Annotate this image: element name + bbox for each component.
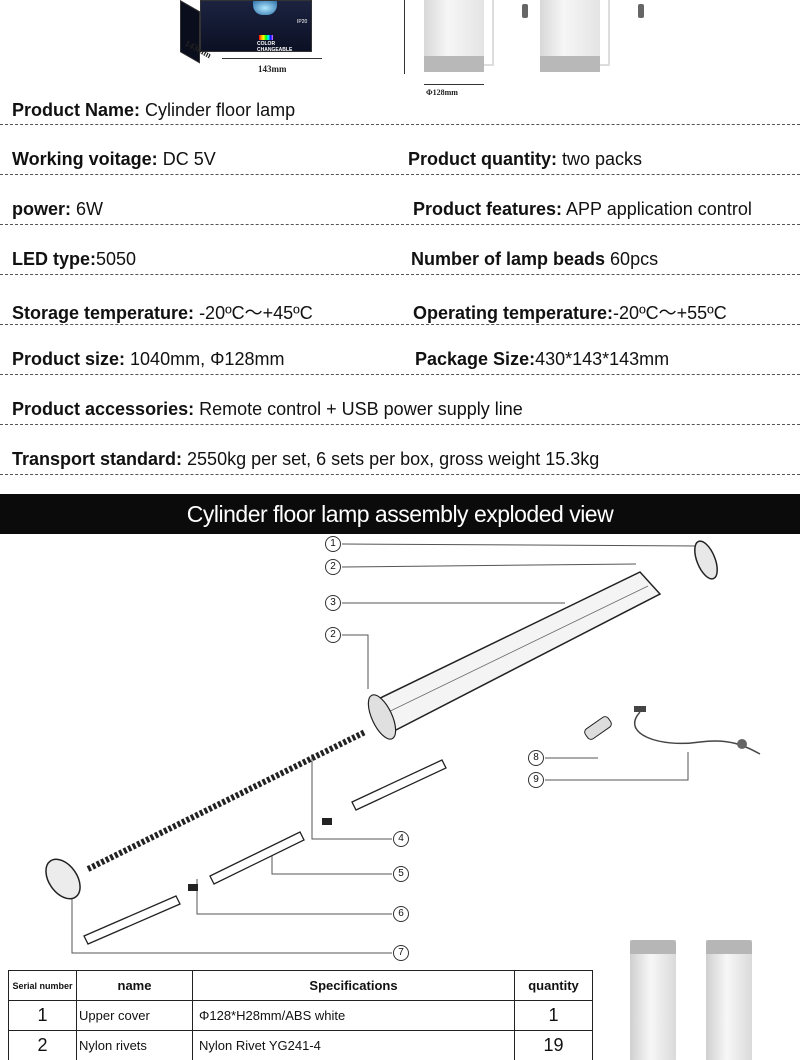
rainbow-stripe xyxy=(259,35,273,40)
row-name: Upper cover xyxy=(76,1000,193,1031)
product-image-strip: COLOR CHANGEABLE IP20 143mm 143mm Φ128mm xyxy=(0,0,800,98)
spec-product-quantity: Product quantity: two packs xyxy=(408,149,643,169)
row-serial: 2 xyxy=(8,1030,77,1060)
exploded-view-title: Cylinder floor lamp assembly exploded vi… xyxy=(0,494,800,534)
parts-table-header: Serial number name Specifications quanti… xyxy=(8,970,593,1001)
connector-lower xyxy=(188,884,198,891)
header-serial-number: Serial number xyxy=(8,970,77,1001)
box-label: COLOR CHANGEABLE xyxy=(257,41,293,53)
leader-line-6 xyxy=(196,879,392,915)
lamp-cord-left xyxy=(484,0,494,66)
spec-row-product-name: Product Name: Cylinder floor lamp xyxy=(0,98,800,125)
spec-product-name: Product Name: Cylinder floor lamp xyxy=(12,100,296,120)
spec-transport-standard: Transport standard: 2550kg per set, 6 se… xyxy=(12,449,600,469)
spec-row-led: LED type:5050 Number of lamp beads 60pcs xyxy=(0,225,800,275)
row-spec: Φ128*H28mm/ABS white xyxy=(192,1000,515,1031)
row-spec: Nylon Rivet YG241-4 xyxy=(192,1030,515,1060)
table-row: 2 Nylon rivets Nylon Rivet YG241-4 19 xyxy=(8,1030,593,1060)
usb-plug-right xyxy=(638,4,644,18)
lamp-pillar-left-image xyxy=(630,940,676,1060)
header-specifications: Specifications xyxy=(192,970,515,1001)
spec-storage-temperature: Storage temperature: -20ºC～+45ºC xyxy=(12,303,313,323)
package-box-image: COLOR CHANGEABLE IP20 xyxy=(180,0,330,64)
row-serial: 1 xyxy=(8,1000,77,1031)
spec-row-temperature: Storage temperature: -20ºC～+45ºC Operati… xyxy=(0,275,800,325)
lamp-diameter-dimension: Φ128mm xyxy=(426,88,458,97)
spec-operating-temperature: Operating temperature:-20ºC～+55ºC xyxy=(413,303,727,323)
spec-product-size: Product size: 1040mm, Φ128mm xyxy=(12,349,285,369)
spec-product-accessories: Product accessories: Remote control + US… xyxy=(12,399,523,419)
callout-7: 7 xyxy=(393,945,409,961)
package-box-front: COLOR CHANGEABLE IP20 xyxy=(200,0,312,53)
spec-lamp-beads: Number of lamp beads 60pcs xyxy=(411,249,659,269)
leader-line-2-top xyxy=(341,563,637,568)
spec-row-size: Product size: 1040mm, Φ128mm Package Siz… xyxy=(0,325,800,375)
spec-row-power: power: 6W Product features: APP applicat… xyxy=(0,175,800,225)
spec-row-voltage: Working voitage: DC 5V Product quantity:… xyxy=(0,125,800,175)
leader-line-7 xyxy=(71,884,392,954)
leader-line-2-bottom xyxy=(342,634,369,689)
spec-product-features: Product features: APP application contro… xyxy=(413,199,752,219)
spec-power: power: 6W xyxy=(12,199,104,219)
box-rating: IP20 xyxy=(297,19,308,25)
diffuser-bar-middle xyxy=(209,831,305,885)
callout-2-top: 2 xyxy=(325,559,341,575)
callout-3: 3 xyxy=(325,595,341,611)
lamp-tube-part xyxy=(370,571,662,733)
diffuser-bar-lower xyxy=(83,895,181,945)
spec-row-transport: Transport standard: 2550kg per set, 6 se… xyxy=(0,425,800,475)
row-name: Nylon rivets xyxy=(76,1030,193,1060)
leader-line-4 xyxy=(311,754,392,840)
base-cover-part xyxy=(45,858,81,900)
row-quantity: 1 xyxy=(514,1000,593,1031)
spec-working-voltage: Working voitage: DC 5V xyxy=(12,149,216,169)
box-width-dimension: 143mm xyxy=(258,64,287,74)
callout-5: 5 xyxy=(393,866,409,882)
leader-line-5 xyxy=(271,849,392,875)
diffuser-bar-upper xyxy=(351,759,447,811)
callout-9: 9 xyxy=(528,772,544,788)
callout-8: 8 xyxy=(528,750,544,766)
spec-led-type: LED type:5050 xyxy=(12,249,137,269)
callout-1: 1 xyxy=(325,536,341,552)
diameter-line xyxy=(424,84,484,85)
lamp-glow-image xyxy=(253,1,277,15)
lamp-height-line xyxy=(404,0,405,74)
header-name: name xyxy=(76,970,193,1001)
usb-connector xyxy=(634,706,646,712)
leader-line-1 xyxy=(341,543,701,547)
lamp-image-right xyxy=(540,0,600,72)
remote-control-part xyxy=(584,716,612,740)
spec-row-accessories: Product accessories: Remote control + US… xyxy=(0,375,800,425)
upper-cover-part xyxy=(694,540,718,580)
exploded-view-diagram xyxy=(45,540,761,954)
usb-plug-left xyxy=(522,4,528,18)
callout-6: 6 xyxy=(393,906,409,922)
parts-table: Serial number name Specifications quanti… xyxy=(8,970,593,1060)
header-quantity: quantity xyxy=(514,970,593,1001)
table-row: 1 Upper cover Φ128*H28mm/ABS white 1 xyxy=(8,1000,593,1031)
row-quantity: 19 xyxy=(514,1030,593,1060)
lamp-image-left xyxy=(424,0,484,72)
led-strip-part xyxy=(86,729,367,872)
callout-2-bottom: 2 xyxy=(325,627,341,643)
connector-upper xyxy=(322,818,332,825)
lamp-pillar-right-image xyxy=(706,940,752,1060)
cable-switch xyxy=(737,739,747,749)
spec-package-size: Package Size:430*143*143mm xyxy=(415,349,670,369)
leader-line-9 xyxy=(545,752,689,781)
callout-4: 4 xyxy=(393,831,409,847)
box-width-line xyxy=(222,58,322,59)
lamp-cord-right xyxy=(600,0,610,66)
